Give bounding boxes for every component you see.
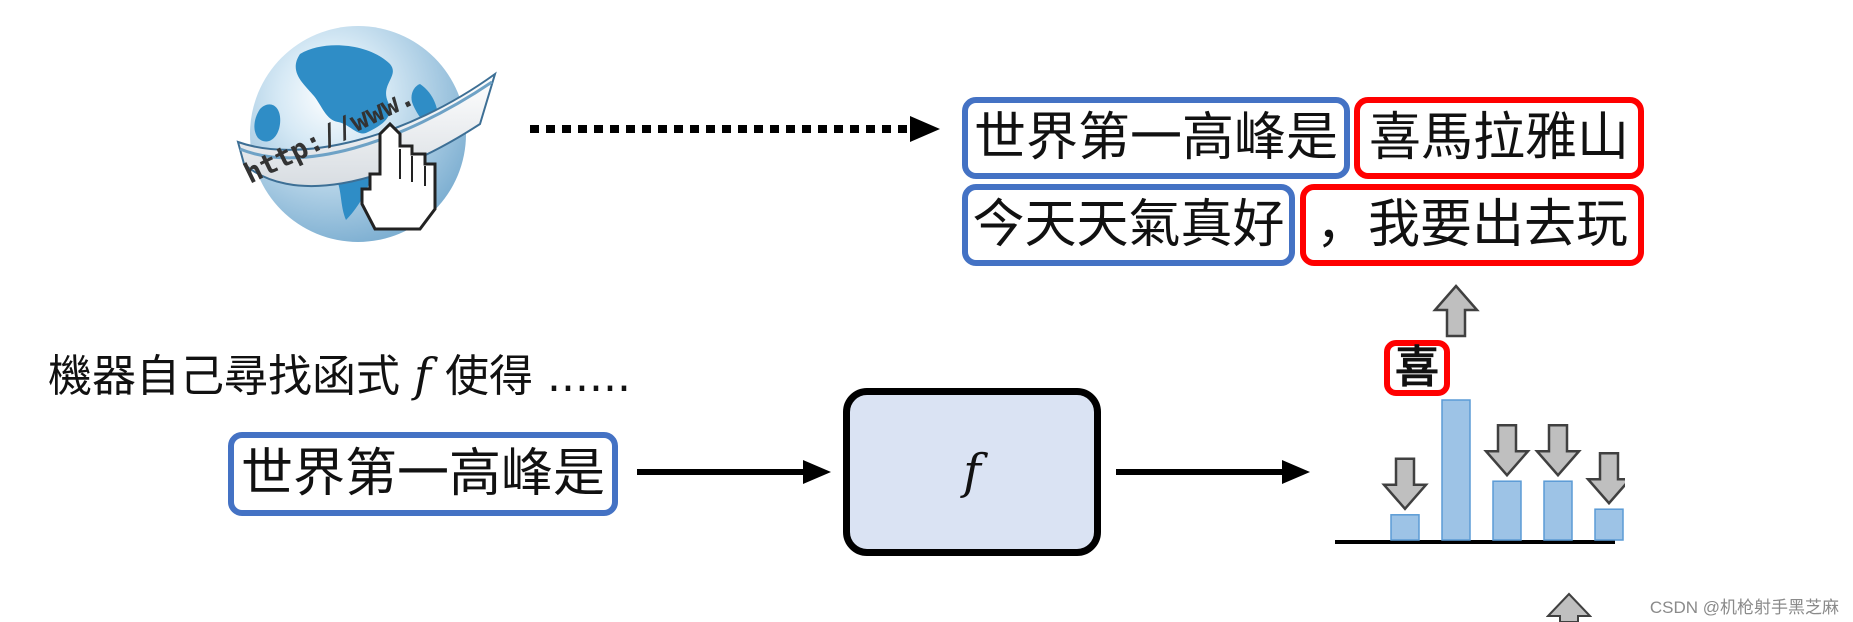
watermark: CSDN @机枪射手黑芝麻 (1649, 598, 1839, 617)
example-completion-1: 喜馬拉雅山 (1368, 108, 1629, 168)
example-prefix-1: 世界第一高峰是 (973, 108, 1338, 168)
function-label: f (963, 444, 981, 500)
distribution-chart (1335, 284, 1625, 544)
globe-http-icon: http://www. (236, 26, 497, 242)
down-arrow-icon (1483, 423, 1531, 478)
function-box: f (843, 388, 1101, 556)
dotted-arrow (530, 116, 940, 142)
distribution-bar (1441, 399, 1471, 541)
down-arrow-icon (1381, 457, 1429, 511)
example-completion-2: ，我要出去玩 (1315, 195, 1628, 255)
arrow-to-distribution (1116, 460, 1310, 484)
up-arrow-icon (1432, 284, 1480, 338)
distribution-bar (1390, 514, 1420, 541)
example-prefix-box-2: 今天天氣真好 (962, 184, 1295, 266)
down-arrow-icon (1585, 451, 1625, 506)
partial-up-arrow (1546, 592, 1592, 622)
description-before: 機器自己尋找函式 (48, 351, 400, 402)
description-function-symbol: f (414, 348, 432, 402)
example-completion-box-2: ，我要出去玩 (1300, 184, 1644, 266)
description-text: 機器自己尋找函式 f 使得 ...... (48, 340, 631, 404)
example-prefix-2: 今天天氣真好 (972, 195, 1285, 255)
example-prefix-box-1: 世界第一高峰是 (962, 97, 1350, 179)
description-after: 使得 ...... (445, 351, 631, 402)
output-token: 喜 (1395, 342, 1439, 393)
example-completion-box-1: 喜馬拉雅山 (1354, 97, 1644, 179)
input-text-box: 世界第一高峰是 (228, 432, 618, 516)
arrow-to-function (637, 460, 831, 484)
input-text: 世界第一高峰是 (240, 444, 605, 504)
distribution-bar (1492, 480, 1522, 541)
output-token-box: 喜 (1384, 340, 1450, 396)
distribution-bar (1594, 508, 1624, 541)
distribution-bar (1543, 480, 1573, 541)
down-arrow-icon (1534, 423, 1582, 478)
